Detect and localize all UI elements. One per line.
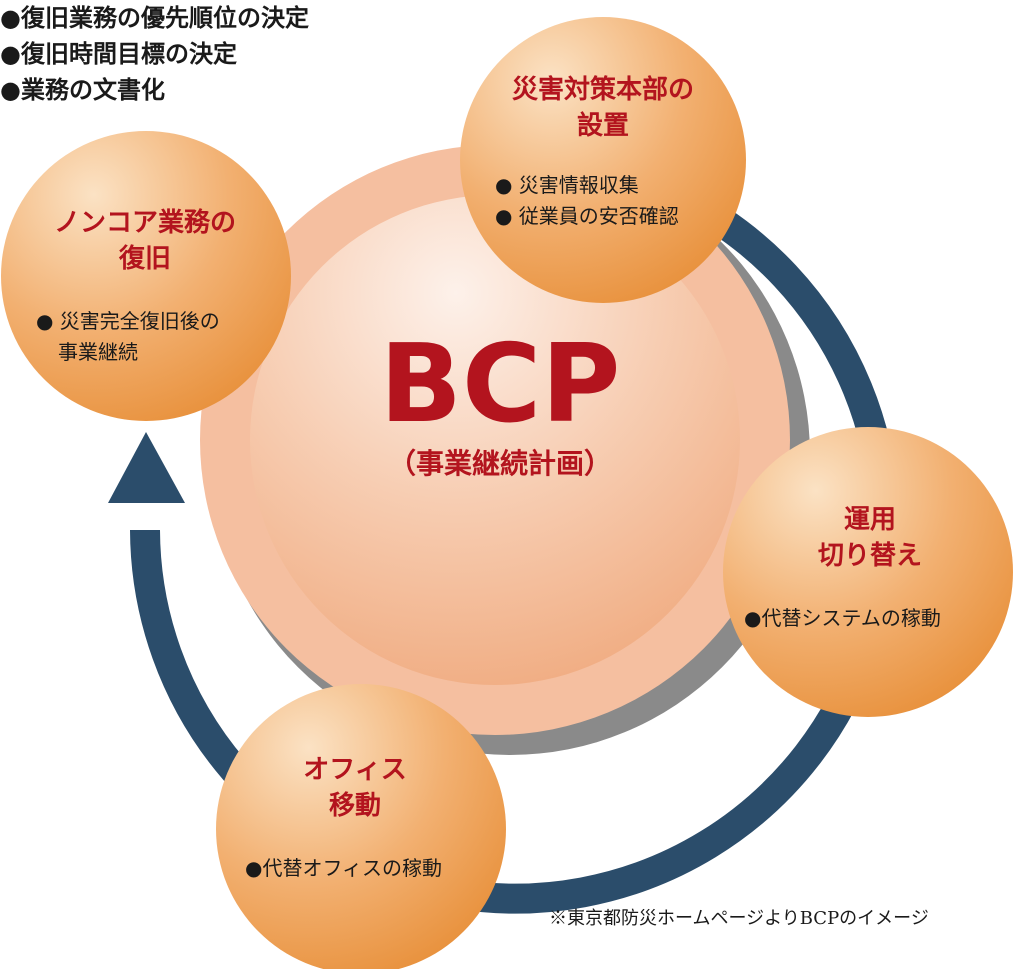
cycle-arc: [130, 186, 900, 914]
hq-title-line: 設置: [576, 111, 629, 141]
office-title-line: 移動: [328, 791, 381, 821]
center-disc: [250, 195, 740, 685]
bcp-bullet: ●業務の文書化: [0, 76, 165, 104]
hq-bullets: ● 災害情報収集 ● 従業員の安否確認: [495, 170, 679, 232]
noncore-bullet: ● 災害完全復旧後の: [36, 309, 220, 333]
bcp-bullet-list: ●復旧業務の優先順位の決定 ●復旧時間目標の決定 ●業務の文書化: [0, 0, 1023, 108]
noncore-bullets: ● 災害完全復旧後の 事業継続: [36, 306, 220, 368]
noncore-title: ノンコア業務の 復旧: [10, 205, 280, 277]
bcp-title: BCP: [379, 322, 621, 447]
hq-bullet: ● 従業員の安否確認: [495, 204, 679, 228]
switch-bullet: ●代替システムの稼動: [744, 606, 941, 630]
hq-title: 災害対策本部の 設置: [463, 72, 743, 144]
switch-title: 運用 切り替え: [760, 502, 980, 574]
hq-bullet: ● 災害情報収集: [495, 173, 639, 197]
noncore-title-line: ノンコア業務の: [53, 208, 236, 238]
bcp-bullet: ●復旧時間目標の決定: [0, 40, 237, 68]
office-title-line: オフィス: [303, 755, 407, 785]
arrow-head-icon: [108, 432, 185, 503]
switch-title-line: 運用: [843, 505, 896, 535]
hq-title-line: 災害対策本部の: [511, 75, 694, 105]
noncore-title-line: 復旧: [118, 244, 171, 274]
bcp-bullet: ●復旧業務の優先順位の決定: [0, 4, 309, 32]
source-note: ※東京都防災ホームページよりBCPのイメージ: [549, 908, 929, 929]
switch-title-line: 切り替え: [817, 541, 922, 571]
switch-bullets: ●代替システムの稼動: [744, 603, 941, 634]
office-title: オフィス 移動: [245, 752, 465, 824]
office-bullet: ●代替オフィスの稼動: [245, 856, 443, 880]
office-bullets: ●代替オフィスの稼動: [245, 853, 442, 884]
circle-office: [216, 684, 506, 969]
circle-hq: [460, 17, 746, 303]
circle-noncore: [1, 131, 291, 421]
noncore-bullet: 事業継続: [58, 340, 138, 364]
circle-switch: [723, 427, 1013, 717]
bcp-subtitle: （事業継続計画）: [387, 447, 612, 480]
